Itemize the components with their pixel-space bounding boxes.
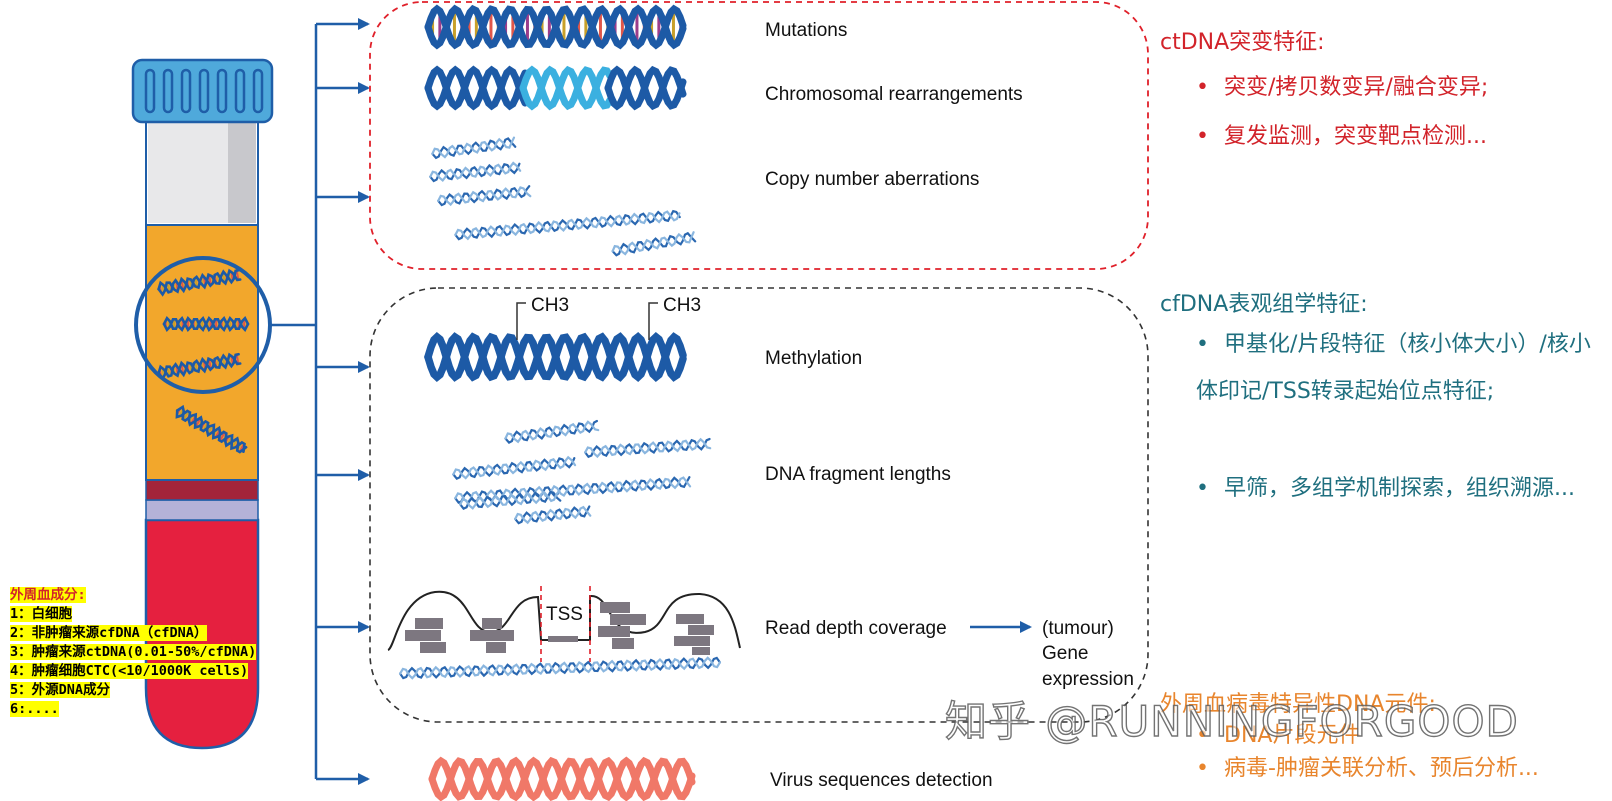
tube-dna-helix — [162, 315, 250, 333]
cna-fragment — [454, 209, 681, 241]
tube-dna-helix — [157, 268, 242, 297]
label-methylation: Methylation — [765, 348, 862, 369]
label-gene: Gene — [1042, 643, 1088, 664]
cna-fragment — [611, 231, 697, 257]
blood-tube — [131, 58, 274, 750]
cna-fragment — [429, 161, 522, 183]
mutation-helix — [424, 4, 687, 50]
virus-dna-title: 外周血病毒特异性DNA元件: — [1160, 692, 1436, 717]
label-dna-fragment-lengths: DNA fragment lengths — [765, 464, 951, 485]
bullet-icon: • — [1196, 476, 1209, 501]
legend-line: 5：外源DNA成分 — [10, 682, 111, 698]
fragment-helix — [514, 505, 592, 525]
legend-line: 2：非肿瘤来源cfDNA（cfDNA） — [10, 625, 208, 641]
label-virus-detection: Virus sequences detection — [770, 770, 993, 791]
legend-line: 6:.... — [10, 701, 59, 717]
label-tumour: (tumour) — [1042, 618, 1114, 639]
dna-helices — [398, 4, 722, 801]
tube-dna-helix — [175, 404, 248, 454]
ctdna-item: •复发监测，突变靶点检测... — [1196, 113, 1596, 160]
label-chromosomal-rearrangements: Chromosomal rearrangements — [765, 84, 1023, 105]
chromosomal-helix — [604, 65, 687, 111]
legend-line: 1：白细胞 — [10, 606, 73, 622]
fragment-helix — [584, 437, 712, 459]
read-depth-coverage — [387, 586, 741, 662]
bullet-icon: • — [1196, 723, 1209, 748]
fragment-helix — [459, 489, 562, 511]
virus-helix — [428, 756, 696, 801]
virus-dna-item: •病毒-肿瘤关联分析、预后分析... — [1196, 745, 1596, 792]
legend-line: 4：肿瘤细胞CTC(<10/1000K cells) — [10, 663, 249, 679]
connector-arrows — [270, 18, 1032, 785]
label-tss: TSS — [546, 604, 583, 625]
label-copy-number: Copy number aberrations — [765, 169, 979, 190]
label-expression: expression — [1042, 669, 1134, 690]
cfdna-dashed-box — [369, 287, 1149, 723]
fragment-helix — [452, 455, 577, 480]
bullet-icon: • — [1196, 75, 1209, 100]
methylation-helix — [424, 332, 687, 382]
ctdna-title: ctDNA突变特征: — [1160, 30, 1325, 55]
legend-line: 3：肿瘤来源ctDNA(0.01-50%/cfDNA) — [10, 644, 257, 660]
bullet-icon: • — [1196, 756, 1209, 781]
chromosomal-helix — [424, 65, 529, 111]
chromosomal-helix — [519, 65, 614, 111]
watermark: 知乎 @RUNNINGFORGOOD — [944, 696, 1519, 746]
bullet-icon: • — [1196, 332, 1209, 357]
cfdna-item: •甲基化/片段特征（核小体大小）/核小体印记/TSS转录起始位点特征; — [1196, 321, 1600, 415]
legend-title: 外周血成分: — [10, 587, 86, 603]
cna-fragment — [437, 185, 532, 207]
label-read-depth-coverage: Read depth coverage — [765, 618, 947, 639]
virus-dna-item: •DNA片段元件 — [1196, 712, 1596, 759]
tube-dna-fragments — [157, 268, 250, 454]
label-mutations: Mutations — [765, 20, 847, 41]
read-depth-helix — [398, 656, 722, 680]
ch3-markers — [516, 302, 658, 340]
label-ch3-right: CH3 — [663, 295, 701, 316]
tube-dna-helix — [157, 352, 242, 381]
bullet-icon: • — [1196, 124, 1209, 149]
cna-fragment — [431, 136, 517, 160]
ctdna-item: •突变/拷贝数变异/融合变异; — [1196, 64, 1596, 111]
cfdna-title: cfDNA表观组学特征: — [1160, 292, 1368, 317]
blood-components-legend: 外周血成分: 1：白细胞 2：非肿瘤来源cfDNA（cfDNA） 3：肿瘤来源c… — [10, 586, 257, 719]
fragment-helix — [504, 419, 600, 444]
ctdna-dashed-box — [369, 1, 1149, 270]
cfdna-item: •早筛，多组学机制探索，组织溯源... — [1196, 465, 1600, 512]
label-ch3-left: CH3 — [531, 295, 569, 316]
